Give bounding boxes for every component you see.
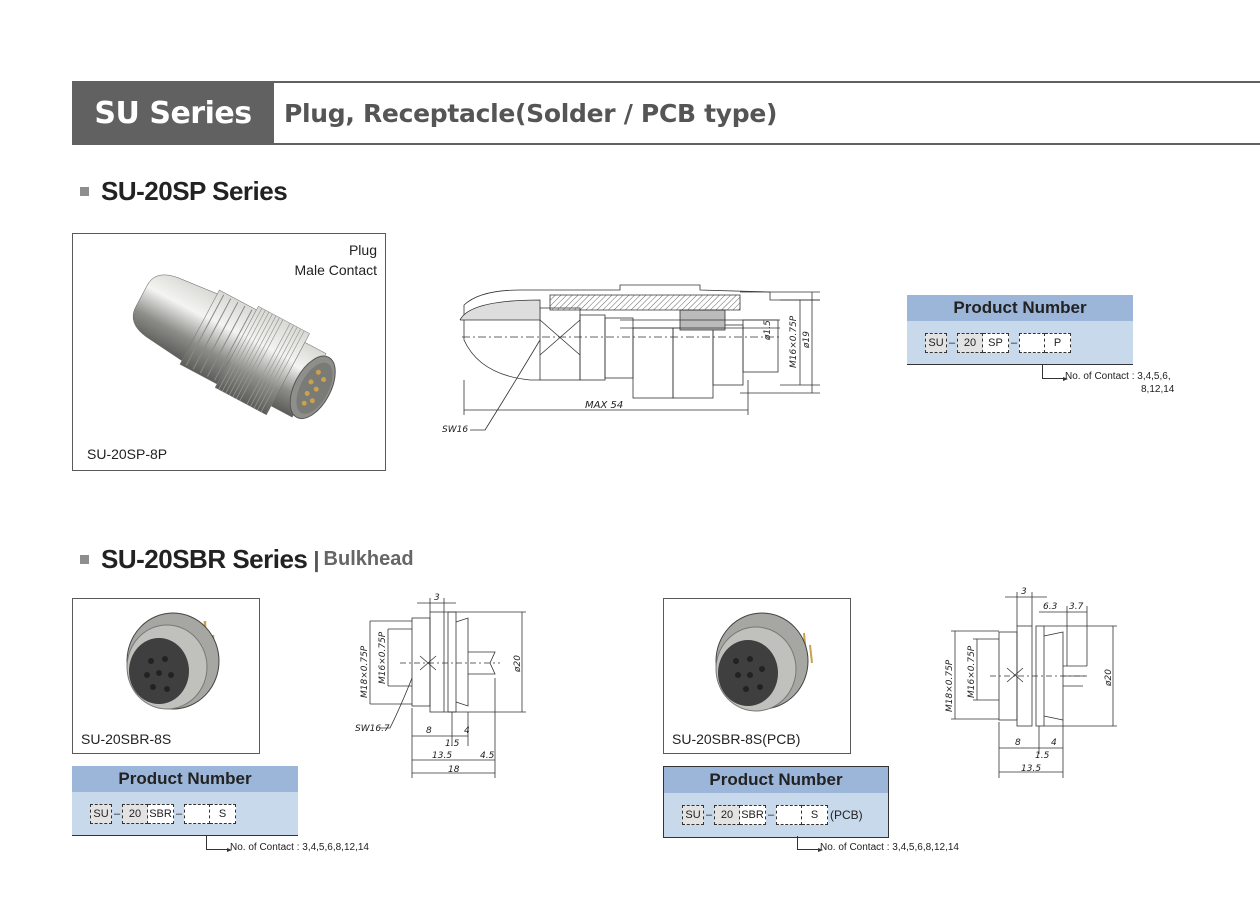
- arrow-icon: [1042, 365, 1068, 381]
- photo-caption: SU-20SBR-8S(PCB): [672, 731, 801, 747]
- code-cell: P: [1045, 332, 1071, 353]
- code-cell: [1019, 332, 1045, 353]
- product-number-code: SU – 20 SBR – S: [72, 792, 298, 836]
- product-photo-su20sp: Plug Male Contact: [72, 233, 386, 471]
- dim-thread-outer: M18×0.75P: [945, 659, 955, 712]
- dim-1-5: 1.5: [445, 739, 460, 749]
- code-dash: –: [767, 809, 775, 821]
- dim-wrench: SW16.7: [355, 724, 390, 734]
- plug-technical-drawing: MAX 54 SW16 ø1.5 M16×0.75P ø19: [442, 284, 820, 435]
- code-cell: SU: [925, 332, 947, 353]
- type-label: Plug: [348, 242, 377, 258]
- contact-note: No. of Contact : 3,4,5,6,8,12,14: [820, 842, 959, 853]
- code-cell: [776, 805, 802, 825]
- product-number-su20sbr-pcb: Product Number SU – 20 SBR – S (PCB): [663, 766, 889, 838]
- product-photo-su20sbr: SU-20SBR-8S: [72, 598, 260, 754]
- dim-13-5: 13.5: [1021, 764, 1041, 774]
- code-cell: S: [802, 805, 828, 825]
- dim-8: 8: [426, 726, 432, 736]
- dim-13-5: 13.5: [432, 751, 452, 761]
- product-photo-su20sbr-pcb: SU-20SBR-8S(PCB): [663, 598, 851, 754]
- series-title: SU Series: [72, 81, 274, 145]
- product-number-su20sp: Product Number SU – 20 SP – P: [907, 295, 1133, 365]
- bulkhead-technical-drawing: 3 M18×0.75P M16×0.75P ø20 SW16.7 8 4 1.5…: [355, 593, 526, 778]
- dim-max-length: MAX 54: [585, 400, 623, 411]
- code-cell: SU: [90, 803, 112, 824]
- contact-label: Male Contact: [294, 262, 377, 278]
- code-cell: 20: [122, 803, 148, 824]
- dim-wrench: SW16: [442, 425, 468, 435]
- section-title: SU-20SP Series: [101, 176, 288, 206]
- product-number-title: Product Number: [72, 766, 298, 792]
- code-dash: –: [948, 336, 956, 349]
- section-heading-su20sp: SU-20SP Series: [80, 176, 288, 207]
- code-dash: –: [113, 807, 121, 820]
- dim-3: 3: [434, 593, 440, 603]
- contact-note: No. of Contact : 3,4,5,6,8,12,14: [230, 842, 369, 853]
- product-number-title: Product Number: [664, 767, 888, 793]
- connector-type: Plug Male Contact: [295, 240, 377, 280]
- dim-3-7: 3.7: [1069, 602, 1084, 612]
- dim-4-5: 4.5: [480, 751, 495, 761]
- dim-thread-outer: M18×0.75P: [360, 645, 370, 698]
- code-cell: SBR: [740, 805, 766, 825]
- contact-note: No. of Contact : 3,4,5,6,: [1065, 371, 1171, 382]
- code-cell: SP: [983, 332, 1009, 353]
- product-number-su20sbr: Product Number SU – 20 SBR – S: [72, 766, 298, 836]
- photo-caption: SU-20SP-8P: [87, 446, 168, 462]
- code-dash: –: [705, 809, 713, 821]
- bulkhead-pcb-technical-drawing: 3 6.3 3.7 M18×0.75P M16×0.75P ø20 8 4 1.…: [945, 587, 1117, 778]
- code-cell: S: [210, 803, 236, 824]
- product-number-code: SU – 20 SP – P: [907, 321, 1133, 365]
- section-heading-su20sbr: SU-20SBR Series | Bulkhead: [80, 544, 414, 575]
- dim-outer-dia: ø20: [1104, 669, 1114, 687]
- page-header: SU Series Plug, Receptacle(Solder / PCB …: [72, 81, 1260, 145]
- receptacle-image: [126, 612, 220, 710]
- photo-caption: SU-20SBR-8S: [81, 731, 172, 747]
- dim-3: 3: [1021, 587, 1027, 597]
- dim-1-5: 1.5: [1035, 751, 1050, 761]
- dim-4: 4: [1051, 738, 1057, 748]
- code-cell: SU: [682, 805, 704, 825]
- contact-note-cont: 8,12,14: [1141, 384, 1175, 395]
- dim-outer-dia: ø19: [802, 331, 812, 349]
- code-cell: 20: [714, 805, 740, 825]
- dim-6-3: 6.3: [1043, 602, 1058, 612]
- dim-thread-inner: M16×0.75P: [967, 645, 977, 698]
- arrow-icon: [206, 836, 232, 852]
- dim-thread: M16×0.75P: [789, 315, 799, 368]
- section-title: SU-20SBR Series: [101, 544, 308, 574]
- section-subtitle: Bulkhead: [323, 548, 414, 570]
- dim-8: 8: [1015, 738, 1021, 748]
- dim-4: 4: [464, 726, 470, 736]
- dim-18: 18: [448, 765, 460, 775]
- plug-image: [132, 274, 336, 419]
- code-dash: –: [175, 807, 183, 820]
- arrow-icon: [797, 836, 823, 852]
- dim-pin-dia: ø1.5: [763, 320, 773, 341]
- pcb-suffix: (PCB): [830, 808, 863, 822]
- code-dash: –: [1010, 336, 1018, 349]
- code-cell: SBR: [148, 803, 174, 824]
- bullet-square-icon: [80, 187, 89, 196]
- receptacle-pcb-image: [715, 612, 813, 712]
- separator: |: [313, 546, 320, 572]
- product-number-title: Product Number: [907, 295, 1133, 321]
- dim-outer-dia: ø20: [513, 655, 523, 673]
- code-cell: 20: [957, 332, 983, 353]
- bullet-square-icon: [80, 555, 89, 564]
- product-number-code: SU – 20 SBR – S (PCB): [664, 793, 888, 837]
- code-cell: [184, 803, 210, 824]
- dim-thread-inner: M16×0.75P: [378, 631, 388, 684]
- series-subtitle: Plug, Receptacle(Solder / PCB type): [284, 98, 778, 128]
